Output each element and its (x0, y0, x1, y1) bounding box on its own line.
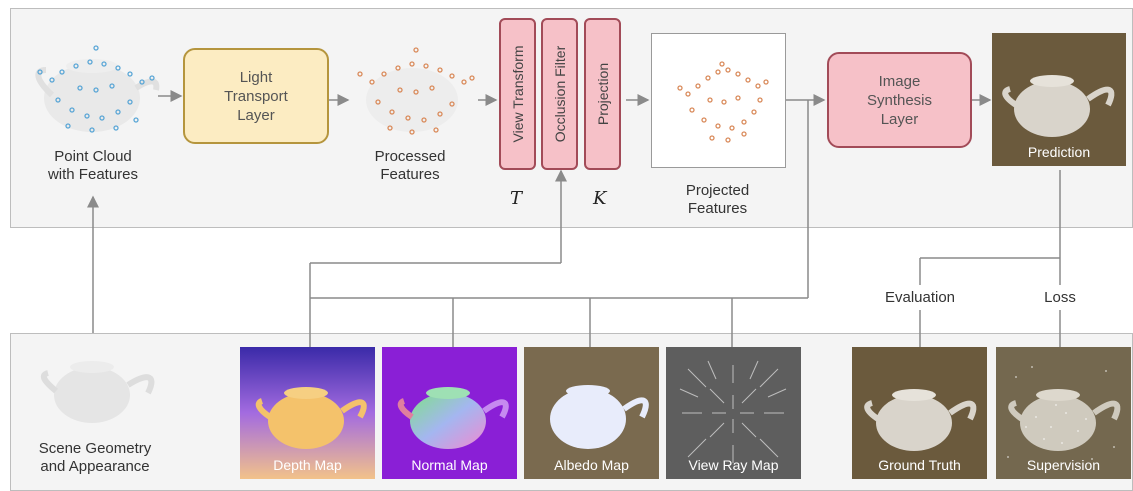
occlusion-filter-label: Occlusion Filter (551, 45, 568, 143)
projected-points (677, 61, 769, 143)
ground-truth-caption: Ground Truth (878, 457, 961, 473)
view-transform-box: View Transform (499, 18, 536, 170)
processed-label: Processed Features (374, 148, 446, 183)
albedo-teapot (550, 385, 649, 449)
point-cloud-teapot (35, 45, 160, 133)
supervision-teapot (1007, 366, 1121, 460)
light-transport-layer: Light Transport Layer (183, 48, 329, 144)
prediction-teapot (1002, 75, 1115, 137)
depth-map-caption: Depth Map (273, 457, 342, 473)
normal-teapot (397, 387, 509, 449)
view-ray-map-caption: View Ray Map (688, 457, 779, 473)
ground-truth-tile: Ground Truth (852, 347, 987, 479)
occlusion-filter-box: Occlusion Filter (541, 18, 578, 170)
normal-map-tile: Normal Map (382, 347, 517, 479)
projected-label: Projected Features (685, 182, 750, 217)
projection-label: Projection (594, 62, 611, 126)
loss-label: Loss (1030, 289, 1090, 307)
supervision-caption: Supervision (1026, 457, 1101, 473)
scene-teapot (40, 361, 155, 423)
albedo-map-caption: Albedo Map (554, 457, 629, 473)
supervision-tile: Supervision (996, 347, 1131, 479)
image-synthesis-layer: Image Synthesis Layer (827, 52, 972, 148)
normal-map-caption: Normal Map (411, 457, 488, 473)
projection-box: Projection (584, 18, 621, 170)
view-ray-map-tile: View Ray Map (666, 347, 801, 479)
t-symbol: T (510, 188, 523, 209)
prediction-render: Prediction (992, 33, 1126, 166)
ground-truth-teapot (864, 389, 977, 451)
depth-teapot (255, 387, 367, 449)
albedo-map-tile: Albedo Map (524, 347, 659, 479)
depth-map-tile: Depth Map (240, 347, 375, 479)
scene-label: Scene Geometry and Appearance (38, 440, 152, 475)
point-cloud-label: Point Cloud with Features (47, 148, 139, 183)
processed-teapot (357, 47, 475, 135)
projected-features-frame (651, 33, 786, 168)
prediction-caption: Prediction (1027, 144, 1091, 160)
evaluation-label: Evaluation (870, 289, 970, 307)
k-symbol: K (593, 188, 607, 209)
view-ray-arrows (679, 360, 787, 463)
view-transform-label: View Transform (509, 45, 526, 143)
